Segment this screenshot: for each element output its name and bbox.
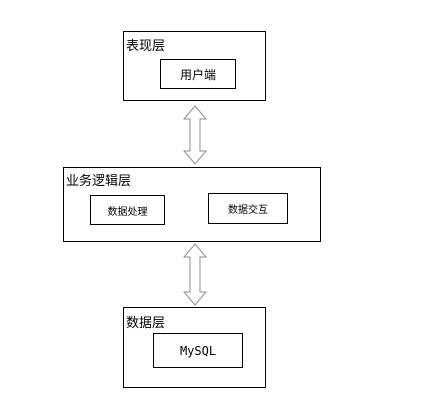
data-layer: 数据层 MySQL <box>123 307 266 388</box>
double-arrow-shape <box>182 243 208 306</box>
business-logic-layer: 业务逻辑层 数据处理 数据交互 <box>63 167 321 242</box>
business-logic-layer-title: 业务逻辑层 <box>66 174 132 189</box>
presentation-layer: 表现层 用户端 <box>123 31 266 101</box>
data-processing-box: 数据处理 <box>90 195 165 225</box>
double-arrow-business-data <box>182 243 208 306</box>
client-box: 用户端 <box>160 59 236 89</box>
client-label: 用户端 <box>179 67 216 82</box>
data-layer-title: 数据层 <box>126 316 166 331</box>
double-arrow-presentation-business <box>182 105 208 165</box>
data-interaction-box: 数据交互 <box>208 193 288 224</box>
mysql-label: MySQL <box>179 343 217 358</box>
data-processing-label: 数据处理 <box>107 206 148 218</box>
presentation-layer-title: 表现层 <box>126 39 166 54</box>
data-interaction-label: 数据交互 <box>228 205 268 216</box>
double-arrow-shape <box>182 105 208 165</box>
mysql-box: MySQL <box>153 333 243 368</box>
